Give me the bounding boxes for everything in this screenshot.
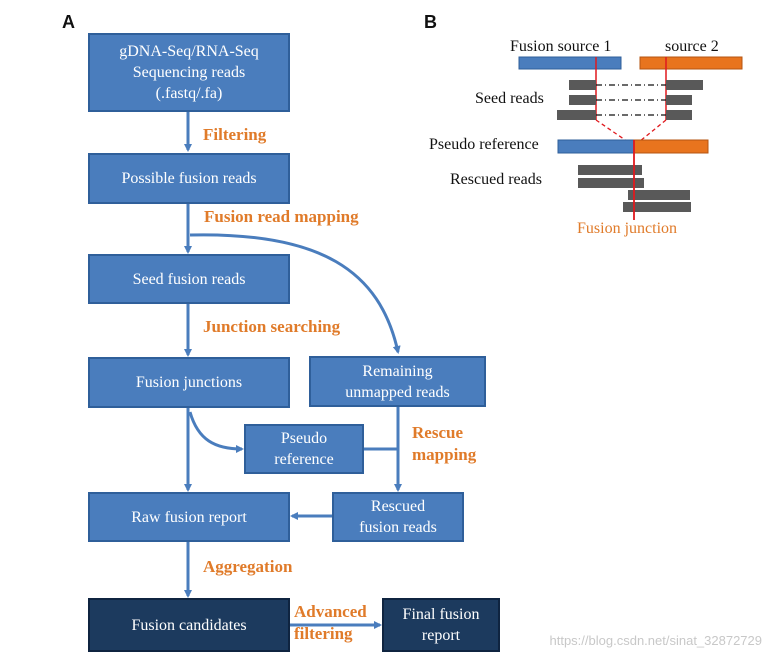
label-fusion-source-1: Fusion source 1 xyxy=(510,38,612,55)
pseudo-reference-right xyxy=(633,139,709,154)
box-fusion-candidates: Fusion candidates xyxy=(88,598,290,652)
step-advanced-filtering: Advanced filtering xyxy=(294,602,367,643)
panel-label-a: A xyxy=(62,12,75,32)
watermark: https://blog.csdn.net/sinat_32872729 xyxy=(549,633,763,648)
box-remaining-unmapped-reads: Remaining unmapped reads xyxy=(309,356,486,407)
seed-read-right-1 xyxy=(666,80,703,90)
step-aggregation: Aggregation xyxy=(203,557,293,576)
arrow-junctions-to-pseudo xyxy=(188,411,244,453)
box-rescued-fusion-reads: Rescued fusion reads xyxy=(332,492,464,542)
seed-read-left-1 xyxy=(569,80,596,90)
step-rescue-mapping: Rescue mapping xyxy=(412,423,477,464)
label-seed-reads: Seed reads xyxy=(475,90,544,107)
box-seed-fusion-reads: Seed fusion reads xyxy=(88,254,290,304)
panel-label-b: B xyxy=(424,12,437,32)
rescued-read-3 xyxy=(628,190,690,200)
seed-read-right-3 xyxy=(666,110,692,120)
box-possible-fusion-reads: Possible fusion reads xyxy=(88,153,290,204)
box-final-fusion-report: Final fusion report xyxy=(382,598,500,652)
step-filtering: Filtering xyxy=(203,125,267,144)
rescued-read-2 xyxy=(578,178,644,188)
step-fusion-read-mapping: Fusion read mapping xyxy=(204,207,359,226)
source-1-bar xyxy=(518,56,622,70)
label-source-2: source 2 xyxy=(665,38,719,55)
rescued-read-4 xyxy=(623,202,691,212)
seed-read-left-2 xyxy=(569,95,596,105)
label-pseudo-reference: Pseudo reference xyxy=(429,136,539,153)
box-pseudo-reference: Pseudo reference xyxy=(244,424,364,474)
seed-read-left-3 xyxy=(557,110,596,120)
arrow-mapping-to-remaining xyxy=(189,233,401,354)
label-rescued-reads: Rescued reads xyxy=(450,171,542,188)
seed-read-right-2 xyxy=(666,95,692,105)
source-2-bar xyxy=(639,56,743,70)
label-fusion-junction: Fusion junction xyxy=(577,220,678,237)
box-raw-fusion-report: Raw fusion report xyxy=(88,492,290,542)
box-sequencing-reads: gDNA-Seq/RNA-Seq Sequencing reads (.fast… xyxy=(88,33,290,112)
box-fusion-junctions: Fusion junctions xyxy=(88,357,290,408)
step-junction-searching: Junction searching xyxy=(203,317,341,336)
pseudo-reference-left xyxy=(557,139,635,154)
rescued-read-1 xyxy=(578,165,642,175)
